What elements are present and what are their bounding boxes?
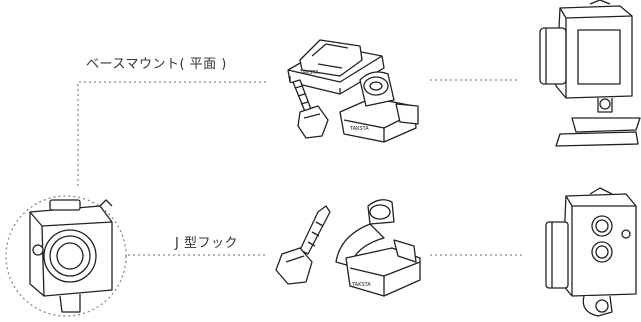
camera-on-j-hook-icon xyxy=(545,187,637,317)
connector-lines xyxy=(77,79,525,256)
svg-text:TAKSTA: TAKSTA xyxy=(299,70,319,76)
connector-upper xyxy=(77,81,266,186)
thumb-screw-icon xyxy=(292,79,329,139)
camera-in-housing-icon xyxy=(29,199,113,313)
label-flat-base-mount: ベースマウント( 平面 ) xyxy=(86,57,227,72)
camera-highlight-circle xyxy=(5,195,127,317)
svg-text:TAKSTA: TAKSTA xyxy=(349,126,369,132)
j-hook-mount-icon: TAKSTA xyxy=(335,199,421,297)
label-j-hook: J 型フック xyxy=(175,236,238,251)
quick-release-buckle-icon: TAKSTA xyxy=(339,71,419,143)
camera-on-flat-mount-icon xyxy=(539,0,641,147)
svg-text:TAKSTA: TAKSTA xyxy=(351,282,371,288)
thumb-screw-icon-lower xyxy=(275,205,331,285)
